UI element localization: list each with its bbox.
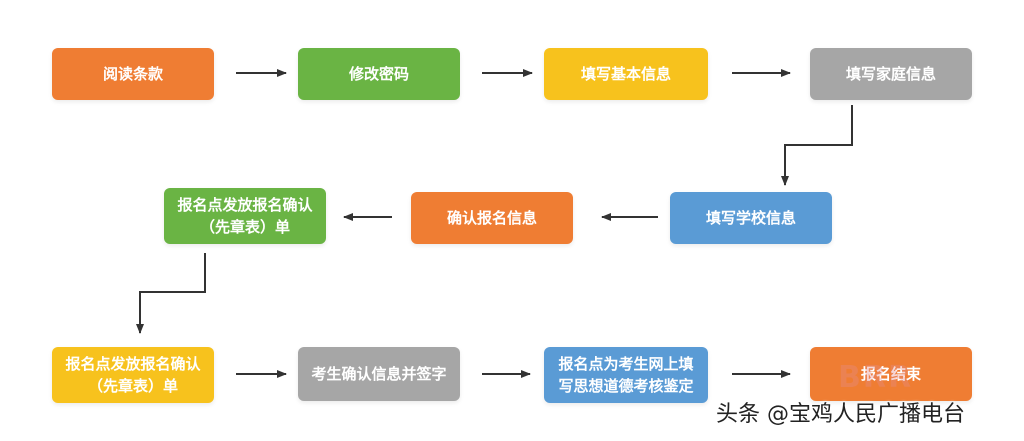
watermark-text: 头条 @宝鸡人民广播电台	[716, 402, 965, 427]
step-label: 填写基本信息	[580, 65, 671, 83]
step-moral-assessment: 报名点为考生网上填 写思想道德考核鉴定	[544, 347, 708, 403]
step-fill-basic-info: 填写基本信息	[544, 48, 708, 100]
step-label-line2: （先章表）单	[199, 218, 290, 236]
arrow-s7-s8	[136, 253, 206, 334]
step-label: 阅读条款	[102, 65, 163, 83]
step-label-line2: （先章表）单	[87, 377, 178, 395]
step-label: 报名结束	[860, 365, 921, 383]
step-fill-family-info: 填写家庭信息	[810, 48, 972, 100]
step-change-password: 修改密码	[298, 48, 460, 100]
step-label: 填写家庭信息	[845, 65, 936, 83]
step-registration-end: 报名结束	[810, 347, 972, 401]
step-label: 填写学校信息	[705, 209, 796, 227]
step-read-terms: 阅读条款	[52, 48, 214, 100]
step-candidate-confirm-sign: 考生确认信息并签字	[298, 347, 460, 401]
step-label-line1: 报名点发放报名确认	[177, 196, 313, 214]
step-label: 修改密码	[348, 65, 409, 83]
step-label: 确认报名信息	[446, 209, 537, 227]
step-label-line1: 报名点发放报名确认	[65, 355, 201, 373]
step-label-line2: 写思想道德考核鉴定	[558, 377, 694, 395]
step-fill-school-info: 填写学校信息	[670, 192, 832, 244]
step-confirm-registration: 确认报名信息	[411, 192, 573, 244]
step-label-line1: 报名点为考生网上填	[558, 355, 694, 373]
arrow-s4-s5	[781, 105, 853, 186]
step-label: 考生确认信息并签字	[311, 365, 447, 383]
step-issue-confirmation-form: 报名点发放报名确认 （先章表）单	[164, 188, 326, 244]
watermark-logo: BRR	[838, 360, 914, 395]
step-issue-confirmation-form-2: 报名点发放报名确认 （先章表）单	[52, 347, 214, 403]
